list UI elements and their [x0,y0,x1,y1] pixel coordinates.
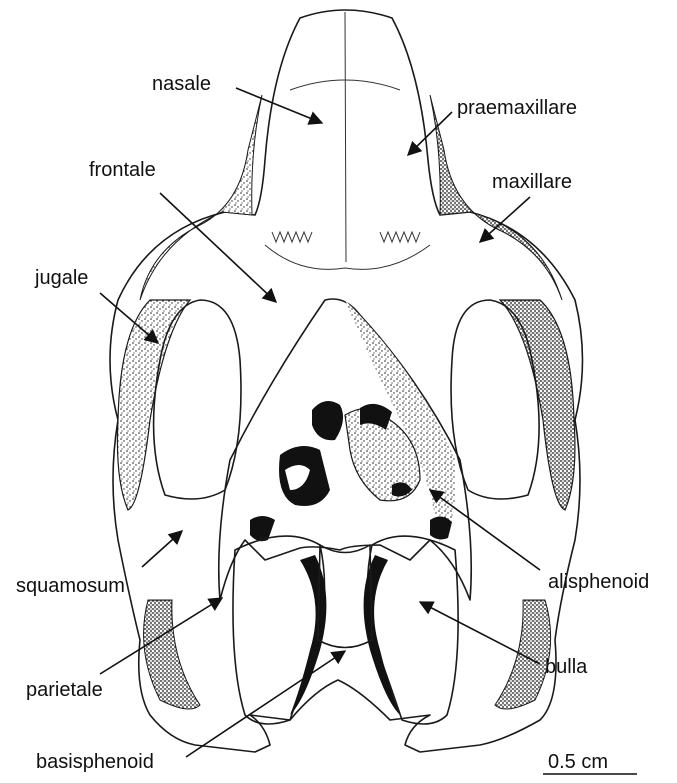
skull-outline [110,10,583,752]
label-maxillare: maxillare [492,171,572,193]
nasofrontal-suture-left [272,232,312,242]
leader-praemaxillare [408,112,452,155]
nasofrontal-suture-right [380,232,420,242]
label-frontale: frontale [89,159,156,181]
snout-outline [110,10,583,752]
scale-bar: 0.5 cm [543,751,637,774]
leader-nasale [236,88,322,123]
maxillare-left-shade [140,95,262,300]
label-parietale: parietale [26,679,103,701]
bulla-right [364,536,459,724]
label-alisphenoid: alisphenoid [548,571,649,593]
scale-bar-label: 0.5 cm [548,751,608,773]
basisphenoid-notch [318,545,372,648]
label-nasale: nasale [152,73,211,95]
zygomatic-arch-left [117,300,241,510]
zygomatic-arch-right [451,300,575,510]
leader-frontale [160,193,276,302]
label-basisphenoid: basisphenoid [36,751,154,773]
leader-basisphenoid [186,651,345,757]
label-praemaxillare: praemaxillare [457,97,577,119]
maxillare-right-shade [430,95,562,300]
label-squamosum: squamosum [16,575,125,597]
label-jugale: jugale [34,267,88,289]
nasal-suture [345,12,346,262]
leader-squamosum [142,531,182,567]
label-bulla: bulla [545,656,588,678]
